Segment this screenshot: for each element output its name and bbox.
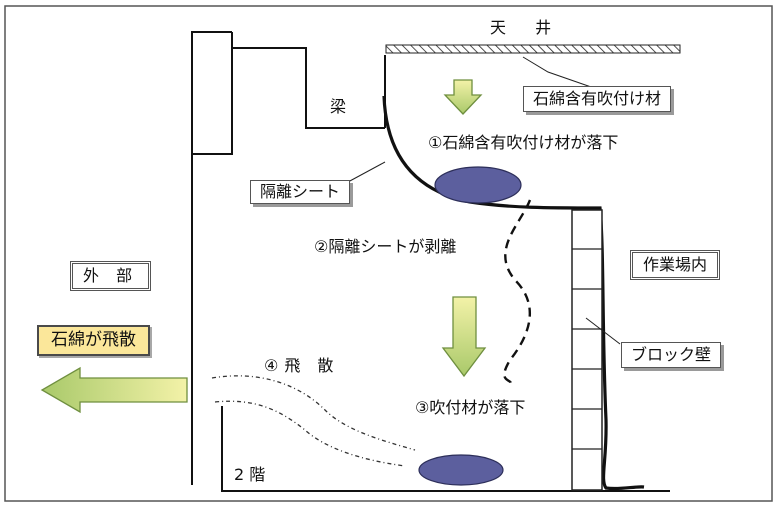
block-wall-joints [572, 248, 602, 450]
outer-frame [4, 5, 773, 502]
floor-line [221, 406, 670, 492]
isolation-sheet [382, 95, 645, 491]
outside-label: 外 部 [70, 261, 152, 291]
block-wall [571, 209, 603, 491]
leader-spray-material [522, 56, 595, 89]
scatter-left-arrow [40, 366, 188, 414]
falling-material-blob-floor [418, 454, 504, 486]
sheet-callout: 隔離シート [250, 180, 351, 204]
beam-label: 梁 [330, 97, 347, 116]
spray-material-callout: 石綿含有吹付け材 [523, 86, 672, 112]
down-arrow-top [443, 79, 483, 115]
scatter-line-upper [211, 375, 416, 451]
falling-material-blob-upper [434, 166, 522, 204]
outer-wall-upper-left [191, 31, 232, 154]
step1-text: ①石綿含有吹付け材が落下 [428, 133, 619, 152]
scatter-line-lower [214, 400, 406, 467]
outer-wall [191, 48, 233, 376]
step3-text: ③吹付材が落下 [415, 398, 526, 417]
step4-text: ④飛 散 [264, 356, 340, 375]
asbestos-scatter-label: 石綿が飛散 [37, 325, 150, 356]
leader-sheet [347, 161, 386, 183]
leader-block-wall [585, 317, 621, 345]
detached-sheet-dashed [503, 199, 532, 386]
beam-outline [231, 32, 385, 129]
work-area-label: 作業場内 [630, 250, 721, 280]
floor2-label: 2 階 [234, 465, 266, 484]
ceiling-label: 天 井 [490, 18, 564, 37]
down-arrow-middle [441, 296, 487, 378]
block-wall-callout: ブロック壁 [621, 342, 722, 368]
ceiling-spray-layer [385, 44, 681, 54]
step2-text: ②隔離シートが剥離 [314, 237, 457, 256]
